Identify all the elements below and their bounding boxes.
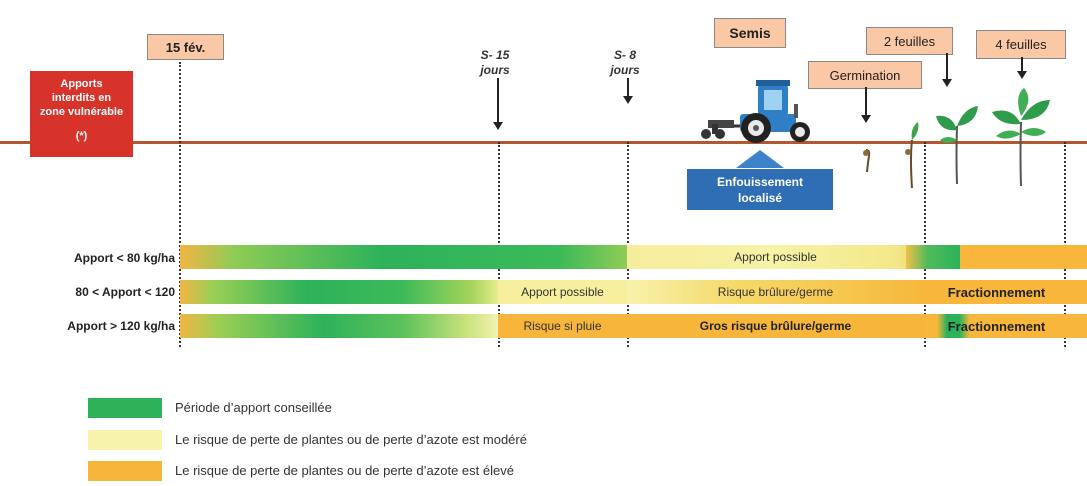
row1-advised-segment	[180, 245, 627, 269]
row1-advised-late-segment	[906, 245, 960, 269]
forbidden-line2: interdits en	[51, 92, 112, 104]
legend-swatch-advised	[88, 398, 162, 418]
sprout-icon	[905, 122, 919, 189]
divider-15fev	[179, 62, 181, 347]
legend-text-high: Le risque de perte de plantes ou de pert…	[175, 463, 514, 478]
burial-box: Enfouissement localisé	[687, 169, 833, 210]
forbidden-line1: Apports	[60, 78, 103, 90]
legend-text-advised: Période d’apport conseillée	[175, 400, 332, 415]
two-leaves-tag: 2 feuilles	[866, 27, 953, 55]
burial-pointer-icon	[736, 150, 784, 168]
arrow-s8	[623, 78, 633, 104]
arrow-four-leaves	[1017, 57, 1027, 79]
row-label-1: Apport < 80 kg/ha	[73, 251, 175, 265]
legend-text-moderate: Le risque de perte de plantes ou de pert…	[175, 432, 527, 447]
date-tag-15fev: 15 fév.	[147, 34, 224, 60]
divider-s15	[498, 142, 500, 347]
row3-advised-segment	[180, 314, 498, 338]
row2-split-text: Fractionnement	[947, 284, 1046, 300]
row3-high-burn-risk-segment: Gros risque brûlure/germe	[627, 314, 924, 338]
row3-rain-risk-segment: Risque si pluie	[498, 314, 627, 338]
legend-swatch-moderate	[88, 430, 162, 450]
timeline-axis	[0, 141, 1087, 144]
plant-four-leaves-icon	[992, 88, 1050, 187]
legend-swatch-high	[88, 461, 162, 481]
divider-s8	[627, 142, 629, 347]
divider-2-leaves	[924, 142, 926, 347]
row2-possible-segment: Apport possible	[498, 280, 627, 304]
label-s15: S- 15 jours	[470, 48, 520, 78]
plant-two-leaves-icon	[936, 106, 978, 185]
seed-germinating-icon	[863, 149, 871, 173]
arrow-s15	[493, 78, 503, 130]
row3-split-text: Fractionnement	[947, 318, 1046, 334]
row1-high-risk-segment	[960, 245, 1087, 269]
burial-line2: localisé	[737, 191, 783, 205]
row2-split-segment: Fractionnement	[924, 280, 1087, 304]
germination-tag: Germination	[808, 61, 922, 89]
row2-advised-segment	[180, 280, 498, 304]
arrow-germination	[861, 87, 871, 123]
forbidden-line4: (*)	[75, 130, 88, 142]
s8-line2: jours	[610, 63, 640, 77]
row-label-3: Apport > 120 kg/ha	[67, 319, 175, 333]
semis-tag: Semis	[714, 18, 786, 48]
burial-line1: Enfouissement	[716, 175, 803, 189]
arrow-two-leaves	[942, 53, 952, 87]
forbidden-line3: zone vulnérable	[39, 106, 124, 118]
forbidden-zone-box: Apports interdits en zone vulnérable (*)	[30, 71, 133, 157]
s8-line1: S- 8	[613, 48, 636, 62]
divider-end	[1064, 142, 1066, 347]
four-leaves-tag: 4 feuilles	[976, 30, 1066, 59]
row2-burn-risk-segment: Risque brûlure/germe	[627, 280, 924, 304]
tractor-icon	[701, 80, 810, 143]
row3-high-burn-risk-text: Gros risque brûlure/germe	[699, 319, 852, 333]
s15-line2: jours	[480, 63, 510, 77]
row3-split-segment: Fractionnement	[924, 314, 1087, 338]
s15-line1: S- 15	[480, 48, 510, 62]
label-s8: S- 8 jours	[600, 48, 650, 78]
row-label-2: 80 < Apport < 120	[75, 285, 175, 299]
row1-possible-segment: Apport possible	[627, 245, 924, 269]
